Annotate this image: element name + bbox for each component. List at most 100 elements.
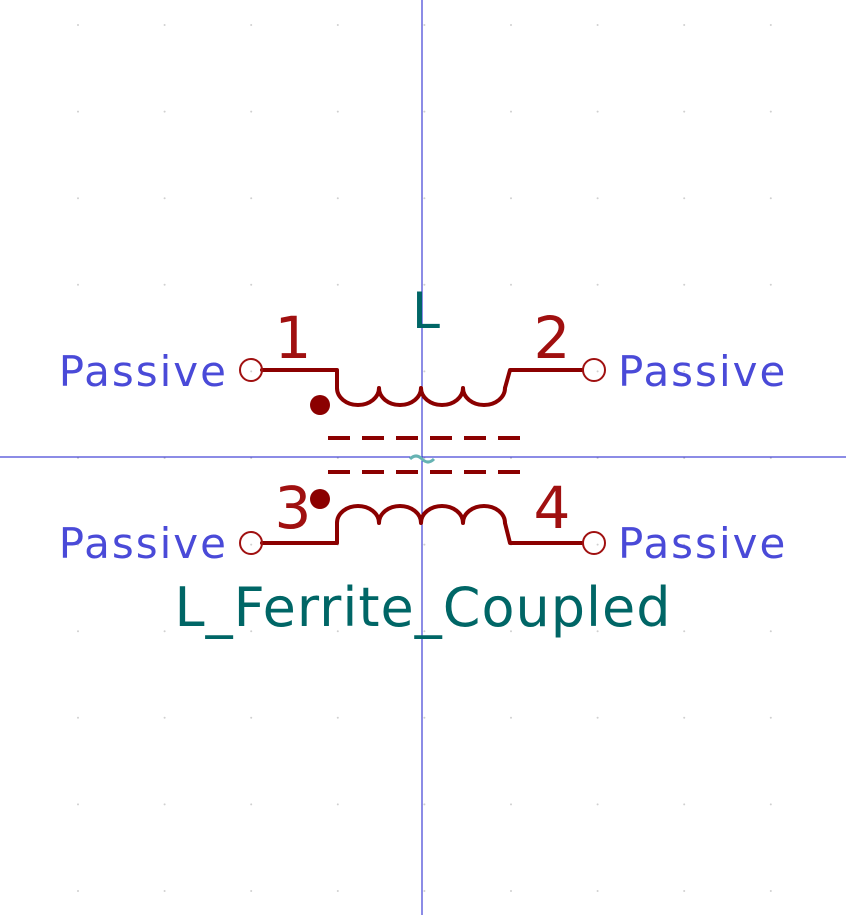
grid-dot	[163, 110, 166, 113]
grid-dot	[336, 803, 339, 806]
pin-2-lead	[503, 368, 584, 390]
grid-dot	[769, 197, 772, 200]
grid-dot	[510, 283, 512, 286]
grid-dot	[769, 890, 772, 892]
pin-1-type: Passive	[59, 347, 228, 396]
grid-dot	[769, 110, 772, 113]
grid-dot	[163, 283, 166, 286]
grid-dot	[423, 283, 426, 286]
grid-dot	[250, 716, 253, 719]
pin-1-number: 1	[275, 304, 312, 372]
grid-dot	[510, 110, 512, 113]
grid-dot	[596, 24, 599, 26]
grid-dot	[250, 543, 253, 546]
grid-dot	[510, 24, 512, 26]
grid-dot	[77, 283, 79, 286]
grid-dot	[596, 803, 599, 806]
grid-dot	[77, 110, 79, 113]
pin-3-endpoint[interactable]	[239, 531, 263, 555]
grid-dot	[596, 630, 599, 633]
grid-dot	[423, 197, 426, 200]
grid-dot	[769, 716, 772, 719]
grid-dot	[423, 110, 426, 113]
grid-dot	[683, 197, 686, 200]
bottom-polarity-dot	[310, 489, 330, 509]
grid-dot	[596, 197, 599, 200]
pin-1-endpoint[interactable]	[239, 358, 263, 382]
grid-dot	[163, 716, 166, 719]
grid-dot	[769, 24, 772, 26]
grid-dot	[423, 890, 426, 892]
pin-4-type: Passive	[618, 519, 787, 568]
pin-4-lead	[503, 521, 584, 545]
top-winding[interactable]	[260, 368, 584, 407]
grid-dot	[77, 890, 79, 892]
grid-dot	[769, 283, 772, 286]
grid-dot	[250, 24, 253, 26]
grid-dot	[683, 890, 686, 892]
grid-dot	[683, 283, 686, 286]
grid-dot	[163, 803, 166, 806]
grid-dot	[77, 803, 79, 806]
bottom-winding[interactable]	[260, 504, 584, 545]
grid-dot	[163, 543, 166, 546]
pin-2-type: Passive	[618, 347, 787, 396]
grid-dot	[683, 543, 686, 546]
grid-dot	[77, 24, 79, 26]
grid-dot	[163, 630, 166, 633]
grid-dot	[250, 283, 253, 286]
grid-dot	[510, 630, 512, 633]
symbol-anchor	[408, 454, 436, 464]
grid-dot	[423, 630, 426, 633]
grid-dot	[77, 197, 79, 200]
reference-field[interactable]: L	[412, 282, 440, 340]
grid-dot	[683, 24, 686, 26]
grid-dot	[423, 803, 426, 806]
grid-dot	[163, 370, 166, 373]
grid-dot	[336, 24, 339, 26]
grid-dot	[250, 110, 253, 113]
grid-dot	[683, 370, 686, 373]
pin-2-endpoint[interactable]	[582, 358, 606, 382]
grid-dot	[596, 110, 599, 113]
grid-dot	[596, 543, 599, 546]
grid-dot	[336, 110, 339, 113]
grid-dot	[769, 543, 772, 546]
grid-dot	[336, 197, 339, 200]
grid-dot	[336, 283, 339, 286]
grid-dot	[683, 716, 686, 719]
grid-dot	[77, 630, 79, 633]
grid-dot	[250, 370, 253, 373]
bottom-coil	[335, 504, 507, 525]
grid-dot	[596, 716, 599, 719]
grid-dot	[336, 630, 339, 633]
pin-4-endpoint[interactable]	[582, 531, 606, 555]
grid-dot	[250, 197, 253, 200]
grid-dot	[596, 370, 599, 373]
grid-dot	[250, 803, 253, 806]
grid-dot	[336, 716, 339, 719]
pin-2-number: 2	[534, 304, 571, 372]
grid-dot	[510, 197, 512, 200]
grid-dot	[250, 890, 253, 892]
grid-dot	[683, 630, 686, 633]
pin-1-lead	[260, 368, 339, 390]
grid-dot	[683, 110, 686, 113]
grid-dot	[596, 283, 599, 286]
grid-dot	[769, 370, 772, 373]
grid-dot	[423, 543, 426, 546]
grid-dot	[77, 716, 79, 719]
grid-dot	[769, 803, 772, 806]
grid-dot	[423, 716, 426, 719]
grid-dot	[510, 890, 512, 892]
grid-dot	[77, 543, 79, 546]
grid-dot	[769, 630, 772, 633]
top-polarity-dot	[310, 395, 330, 415]
grid-dot	[510, 803, 512, 806]
grid-dot	[423, 370, 426, 373]
grid-dot	[163, 24, 166, 26]
pin-4-number: 4	[534, 474, 571, 542]
value-field[interactable]: L_Ferrite_Coupled	[174, 576, 671, 639]
